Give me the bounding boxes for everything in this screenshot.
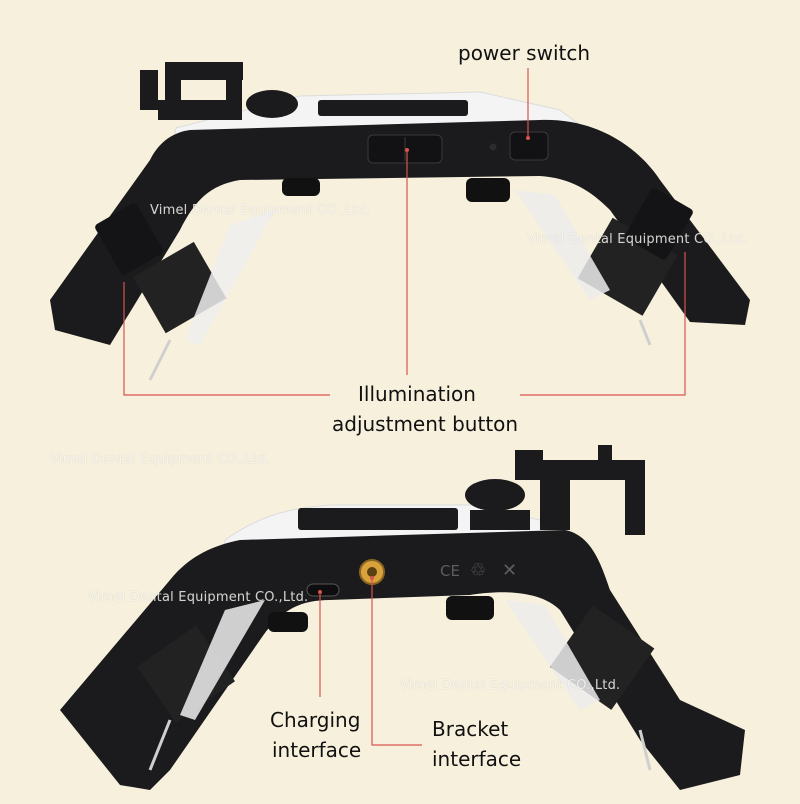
ce-mark: CE (440, 562, 460, 580)
power-switch-label: power switch (458, 41, 591, 65)
device-bottom-view (60, 445, 745, 790)
watermark-text: Vimel Dental Equipment CO.,Ltd. (50, 452, 271, 467)
device-top-view (50, 62, 750, 381)
illumination-callout-right (520, 252, 686, 396)
phone-holder-clamp (140, 62, 298, 120)
disposal-icon: ✕ (502, 560, 518, 581)
illumination-callout-left (123, 282, 330, 396)
illumination-label-line1: Illumination (358, 382, 476, 406)
charging-label-line2: interface (272, 738, 362, 762)
bracket-label-line2: interface (432, 747, 522, 771)
callout-lines (123, 68, 686, 746)
watermark-text: Vimel Dental Equipment CO.,Ltd. (88, 590, 309, 605)
charging-label-line1: Charging (270, 708, 361, 732)
recycle-icon: ♲ (470, 560, 487, 581)
illumination-label-line2: adjustment button (332, 412, 519, 436)
bracket-callout (371, 578, 422, 746)
phone-holder-clamp (465, 445, 645, 535)
watermark-text: Vimel Dental Equipment CO.,Ltd. (527, 232, 748, 247)
bracket-label-line1: Bracket (432, 717, 509, 741)
watermark-text: Vimel Dental Equipment CO.,Ltd. (400, 678, 621, 693)
watermark-text: Vimel Dental Equipment CO.,Ltd. (150, 203, 371, 218)
